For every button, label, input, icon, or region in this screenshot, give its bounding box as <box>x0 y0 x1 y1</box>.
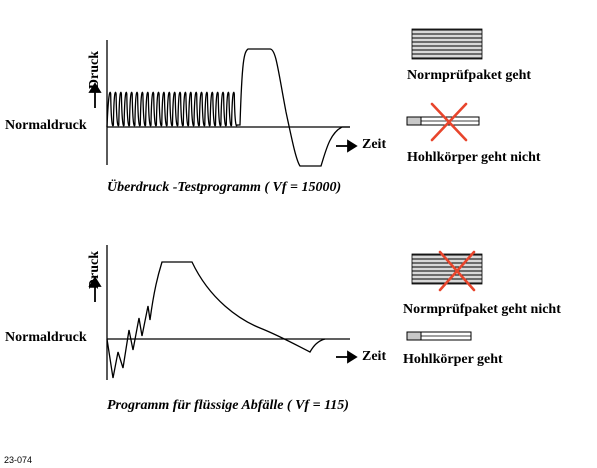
panel2-pressure-curve <box>106 261 326 379</box>
panel1-pressure-curve <box>106 48 350 167</box>
panel1-normal-label: Normaldruck <box>5 118 87 133</box>
pack-icon <box>411 28 483 60</box>
panel2-caption: Programm für flüssige Abfälle ( Vf = 115… <box>107 398 349 413</box>
panel2-normal-label: Normaldruck <box>5 330 87 345</box>
panel2-axes <box>106 245 350 380</box>
panel1-arrows <box>88 82 358 153</box>
hollow-body-icon <box>406 116 480 126</box>
panel2-arrows <box>88 276 358 364</box>
panel1-caption: Überdruck -Testprogramm ( Vf = 15000) <box>107 180 342 195</box>
panel1-legend-pack: Normprüfpaket geht <box>407 68 532 83</box>
panel2-legend-hollow: Hohlkörper geht <box>403 352 503 367</box>
panel1-y-label: Druck <box>87 50 102 90</box>
panel1-legend-hollow: Hohlkörper geht nicht <box>407 150 541 165</box>
cross-icon <box>438 250 476 292</box>
panel2-x-label: Zeit <box>362 349 387 364</box>
panel1-axes <box>106 40 350 165</box>
hollow-body-icon <box>406 331 472 341</box>
cross-icon <box>430 102 468 142</box>
panel1-x-label: Zeit <box>362 137 387 152</box>
panel2-legend-pack: Normprüfpaket geht nicht <box>403 302 561 317</box>
figure-id: 23-074 <box>4 455 33 465</box>
panel2-y-label: Druck <box>87 250 102 290</box>
